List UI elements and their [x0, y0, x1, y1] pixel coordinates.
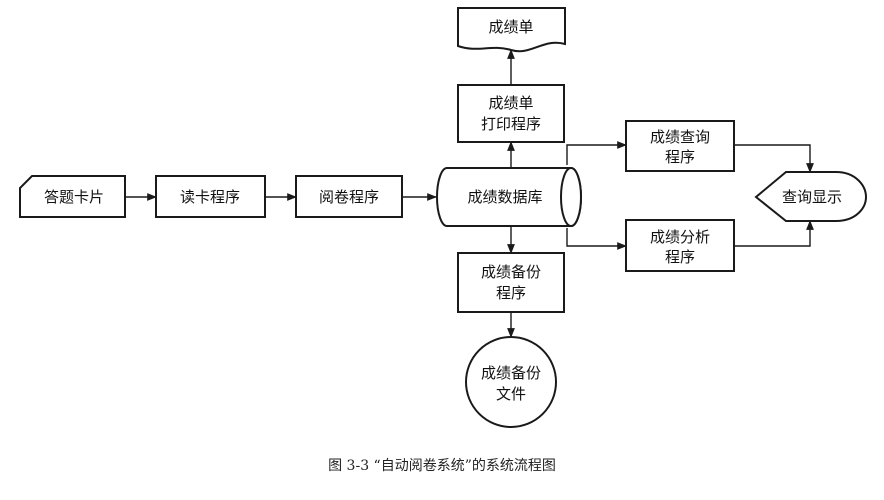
- analysis-program-label-2: 程序: [665, 248, 695, 266]
- query-program-node: 成绩查询 程序: [625, 120, 735, 172]
- score-database-label: 成绩数据库: [467, 188, 542, 206]
- query-display-label: 查询显示: [782, 188, 842, 206]
- print-program-label-2: 打印程序: [481, 115, 541, 133]
- backup-program-label-1: 成绩备份: [481, 263, 541, 281]
- backup-program-label-2: 程序: [496, 284, 526, 302]
- score-report-label: 成绩单: [488, 18, 533, 36]
- query-display-node: 查询显示: [754, 171, 868, 222]
- connectors: [125, 49, 814, 338]
- read-program-node: 读卡程序: [155, 175, 266, 218]
- marking-program-label: 阅卷程序: [319, 188, 379, 206]
- arrow-db-to-analysis: [566, 228, 627, 250]
- print-program-node: 成绩单 打印程序: [457, 84, 565, 143]
- analysis-program-label-1: 成绩分析: [650, 228, 710, 246]
- arrow-db-to-query: [566, 141, 627, 165]
- figure-caption: 图 3-3 “自动阅卷系统”的系统流程图: [328, 458, 556, 474]
- print-program-label-1: 成绩单: [488, 94, 533, 112]
- analysis-program-node: 成绩分析 程序: [625, 219, 735, 272]
- score-database-node: 成绩数据库: [436, 167, 582, 227]
- read-program-label: 读卡程序: [180, 188, 240, 206]
- backup-file-label-1: 成绩备份: [481, 364, 541, 382]
- query-program-label-1: 成绩查询: [650, 128, 710, 146]
- query-program-label-2: 程序: [665, 148, 695, 166]
- arrow-query-to-display: [734, 144, 814, 173]
- backup-file-label-2: 文件: [496, 385, 526, 403]
- answer-card-node: 答题卡片: [19, 175, 126, 218]
- arrow-analysis-to-display: [734, 220, 814, 247]
- score-report-document-node: 成绩单: [457, 7, 566, 53]
- backup-file-node: 成绩备份 文件: [465, 336, 557, 428]
- marking-program-node: 阅卷程序: [295, 175, 403, 218]
- answer-card-label: 答题卡片: [44, 188, 104, 206]
- backup-program-node: 成绩备份 程序: [457, 252, 565, 313]
